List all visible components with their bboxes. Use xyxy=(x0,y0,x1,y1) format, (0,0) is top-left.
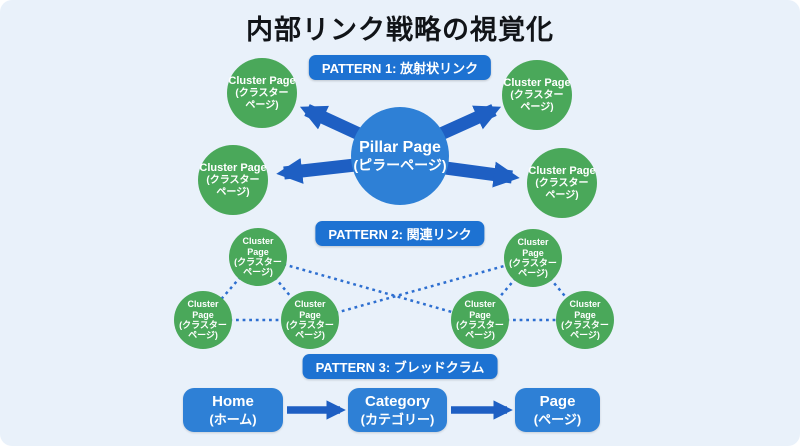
cluster-label: Page xyxy=(522,247,544,258)
cluster-sublabel: (クラスター xyxy=(179,320,227,330)
link-c-d xyxy=(309,256,534,322)
cluster-sublabel: ページ) xyxy=(520,101,554,113)
cluster-label: Page xyxy=(574,309,596,320)
page-title: 内部リンク戦略の視覚化 xyxy=(246,15,554,45)
cluster-label: Cluster Page xyxy=(503,76,571,89)
pattern2-badge: PATTERN 2: 関連リンク xyxy=(315,221,485,246)
cluster-label: Page xyxy=(192,309,214,320)
cluster-sublabel: ページ) xyxy=(243,267,273,278)
cluster-sublabel: ページ) xyxy=(570,330,600,341)
breadcrumb-home-sublabel: (ホーム) xyxy=(209,411,257,427)
cluster-node-bottomright: Cluster Page (クラスター ページ) xyxy=(527,148,597,218)
pattern3-badge: PATTERN 3: ブレッドクラム xyxy=(302,354,498,379)
cluster-label: Cluster Page xyxy=(199,161,267,174)
cluster-label: Page xyxy=(247,246,269,257)
breadcrumb-home-node: Home (ホーム) xyxy=(183,388,283,432)
breadcrumb-category-sublabel: (カテゴリー) xyxy=(360,411,435,427)
cluster-label: Cluster xyxy=(517,237,549,248)
pillar-page-label: Pillar Page xyxy=(359,139,441,156)
cluster-label: Cluster xyxy=(187,299,219,310)
cluster-label: Cluster Page xyxy=(228,74,296,87)
cluster-sublabel: (クラスター xyxy=(535,178,589,190)
relation-cluster-node-d: Cluster Page (クラスター ページ) xyxy=(504,229,562,287)
cluster-node-bottomleft: Cluster Page (クラスター ページ) xyxy=(198,145,268,215)
cluster-label: Page xyxy=(299,309,321,320)
cluster-node-topright: Cluster Page (クラスター ページ) xyxy=(502,60,572,130)
pillar-page-sublabel: (ピラーページ) xyxy=(353,157,447,174)
breadcrumb-page-label: Page xyxy=(539,392,576,410)
arrow-pillar-to-bottomleft xyxy=(276,157,365,184)
cluster-label: Cluster Page xyxy=(528,164,596,177)
cluster-sublabel: (クラスター xyxy=(235,88,289,100)
cluster-sublabel: ページ) xyxy=(245,99,279,111)
relation-cluster-node-c: Cluster Page (クラスター ページ) xyxy=(281,291,339,349)
cluster-sublabel: (クラスター xyxy=(234,257,282,267)
cluster-label: Page xyxy=(469,309,491,320)
relation-cluster-node-b: Cluster Page (クラスター ページ) xyxy=(174,291,232,349)
cluster-label: Cluster xyxy=(294,299,326,310)
breadcrumb-home-label: Home xyxy=(212,392,254,410)
cluster-sublabel: (クラスター xyxy=(510,90,564,102)
breadcrumb-category-label: Category xyxy=(364,392,431,410)
cluster-label: Cluster xyxy=(464,299,496,310)
relation-cluster-node-f: Cluster Page (クラスター ページ) xyxy=(556,291,614,349)
link-a-e xyxy=(257,255,481,322)
cluster-sublabel: ページ) xyxy=(216,186,250,198)
cluster-sublabel: ページ) xyxy=(545,189,579,201)
breadcrumb-page-node: Page (ページ) xyxy=(515,388,600,432)
arrow-pillar-to-bottomright xyxy=(437,160,520,188)
cluster-sublabel: ページ) xyxy=(295,330,325,341)
cluster-sublabel: (クラスター xyxy=(206,175,260,187)
cluster-node-topleft: Cluster Page (クラスター ページ) xyxy=(227,58,297,128)
cluster-sublabel: (クラスター xyxy=(286,320,334,330)
pillar-page-node: Pillar Page (ピラーページ) xyxy=(351,107,449,205)
relation-cluster-node-a: Cluster Page (クラスター ページ) xyxy=(229,228,287,286)
cluster-sublabel: (クラスター xyxy=(561,320,609,330)
cluster-sublabel: ページ) xyxy=(518,268,548,279)
breadcrumb-page-sublabel: (ページ) xyxy=(533,411,582,427)
cluster-sublabel: (クラスター xyxy=(456,320,504,330)
cluster-label: Cluster xyxy=(242,236,274,247)
cluster-label: Cluster xyxy=(569,299,601,310)
breadcrumb-category-node: Category (カテゴリー) xyxy=(348,388,447,432)
cluster-sublabel: ページ) xyxy=(465,330,495,341)
cluster-sublabel: (クラスター xyxy=(509,258,557,268)
cluster-sublabel: ページ) xyxy=(188,330,218,341)
relation-cluster-node-e: Cluster Page (クラスター ページ) xyxy=(451,291,509,349)
pattern1-badge: PATTERN 1: 放射状リンク xyxy=(308,55,492,80)
